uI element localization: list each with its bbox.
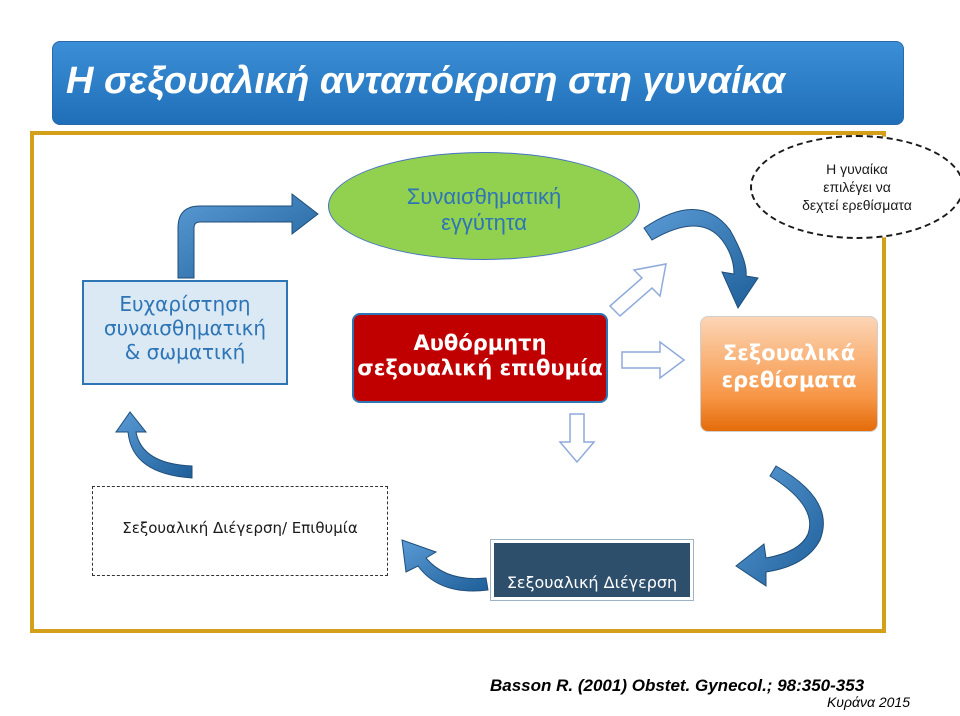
gratification-line-2: συναισθηματική xyxy=(103,316,267,340)
spontaneous-desire-line-1: Αυθόρμητη xyxy=(413,331,547,355)
curved-arrow-arousal-to-desire xyxy=(401,539,489,592)
woman-accepts-node xyxy=(750,135,960,239)
place-date: Κυράνα 2015 xyxy=(826,694,910,710)
arousal-desire-node xyxy=(92,486,388,576)
title-banner xyxy=(52,41,904,125)
emotional-intimacy-line-2: εγγύτητα xyxy=(441,210,527,235)
spontaneous-desire-node xyxy=(352,313,608,403)
spontaneous-desire-line-2: σεξουαλική επιθυμία xyxy=(357,356,603,380)
arousal-node xyxy=(491,540,693,600)
spontaneous-desire-label: Αυθόρμητη σεξουαλική επιθυμία xyxy=(352,331,608,381)
hollow-arrow-desire-down xyxy=(558,413,596,464)
arousal-label: Σεξουαλική Διέγερση xyxy=(506,573,678,592)
diagram-frame xyxy=(30,131,886,633)
curved-arrow-stimuli-to-arousal xyxy=(735,465,824,587)
woman-accepts-line-2: επιλέγει να xyxy=(823,179,891,195)
woman-accepts-label: Η γυναίκα επιλέγει να δεχτεί ερεθίσματα xyxy=(762,160,952,214)
slide-title: Η σεξουαλική ανταπόκριση στη γυναίκα xyxy=(66,60,786,102)
sexual-stimuli-line-1: Σεξουαλικά xyxy=(722,341,856,365)
emotional-intimacy-label: Συναισθηματική εγγύτητα xyxy=(328,184,640,236)
citation: Basson R. (2001) Obstet. Gynecol.; 98:35… xyxy=(490,676,865,695)
hollow-arrow-desire-up-right xyxy=(608,263,667,318)
gratification-node xyxy=(82,280,288,385)
woman-accepts-line-1: Η γυναίκα xyxy=(826,161,888,177)
sexual-stimuli-line-2: ερεθίσματα xyxy=(721,368,857,392)
hollow-arrow-desire-to-stimuli xyxy=(621,340,686,380)
emotional-intimacy-line-1: Συναισθηματική xyxy=(406,184,562,209)
emotional-intimacy-node xyxy=(328,152,640,260)
curved-arrow-gratification-to-intimacy xyxy=(177,192,319,279)
curved-arrow-accept-to-stimuli xyxy=(643,209,759,310)
curved-arrow-desire-to-gratification xyxy=(115,411,193,479)
gratification-label: Ευχαρίστηση συναισθηματική & σωματική xyxy=(82,292,288,364)
sexual-stimuli-label: Σεξουαλικά ερεθίσματα xyxy=(700,340,878,394)
gratification-line-3: & σωματική xyxy=(124,340,246,364)
arousal-desire-label: Σεξουαλική Διέγερση/ Επιθυμία xyxy=(122,519,358,537)
woman-accepts-line-3: δεχτεί ερεθίσματα xyxy=(802,197,912,213)
sexual-stimuli-node xyxy=(700,316,878,432)
gratification-line-1: Ευχαρίστηση xyxy=(119,292,251,316)
